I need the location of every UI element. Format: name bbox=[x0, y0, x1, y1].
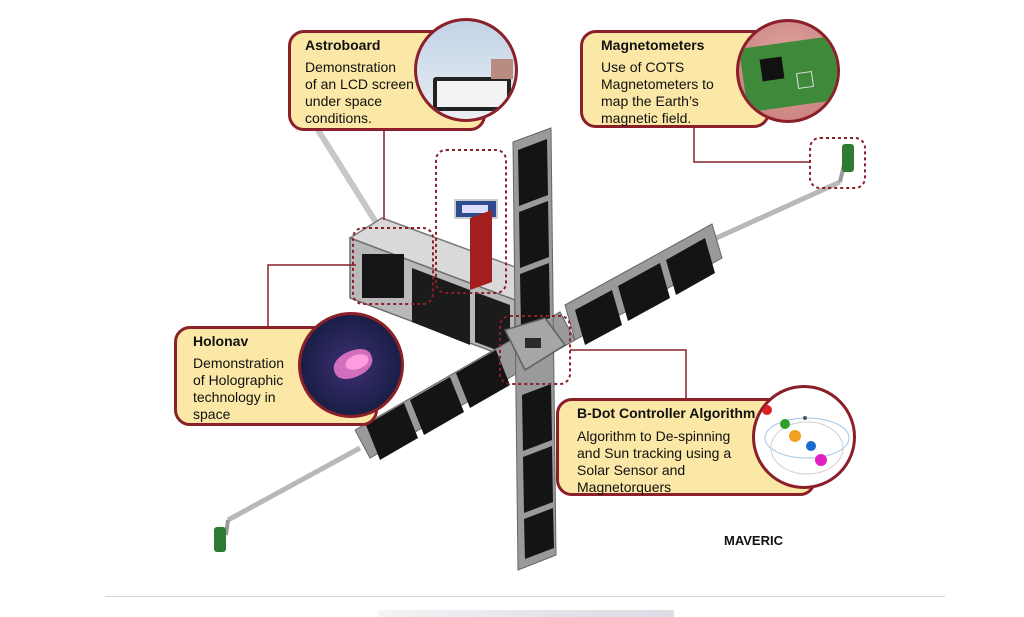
deployable-rod bbox=[315, 128, 385, 234]
hologram-photo bbox=[298, 312, 404, 418]
boom-upper-right bbox=[710, 144, 854, 243]
callout-line: Magnetometers to bbox=[601, 76, 714, 92]
connector-magnetometer bbox=[693, 124, 810, 163]
callout-line: Demonstration bbox=[193, 355, 285, 371]
satellite-bus bbox=[348, 199, 547, 362]
algorithm-diagram-photo bbox=[752, 385, 856, 489]
callout-title: Astroboard bbox=[305, 37, 381, 53]
bottom-strip bbox=[378, 610, 674, 617]
callout-line: and Sun tracking using a bbox=[577, 445, 732, 461]
callout-line: Algorithm to De-spinning bbox=[577, 428, 731, 444]
callout-line: Demonstration bbox=[305, 59, 397, 75]
highlight-bdot bbox=[499, 315, 571, 385]
callout-body: Use of COTS Magnetometers to map the Ear… bbox=[601, 59, 714, 127]
solar-cell bbox=[362, 254, 404, 298]
callout-line: technology in bbox=[193, 389, 276, 405]
callout-line: under space bbox=[305, 93, 383, 109]
highlight-astroboard bbox=[435, 149, 507, 294]
callout-body: Algorithm to De-spinning and Sun trackin… bbox=[577, 428, 731, 496]
solar-array-right bbox=[564, 223, 723, 345]
callout-line: map the Earth’s bbox=[601, 93, 699, 109]
divider bbox=[105, 596, 945, 597]
callout-body: Demonstration of an LCD screen under spa… bbox=[305, 59, 414, 127]
connector-holonav bbox=[267, 264, 356, 331]
callout-line: conditions. bbox=[305, 110, 372, 126]
astroboard-photo bbox=[414, 18, 518, 122]
callout-line: of an LCD screen bbox=[305, 76, 414, 92]
callout-magnetometers: Magnetometers Use of COTS Magnetometers … bbox=[580, 30, 770, 128]
callout-line: space bbox=[193, 406, 231, 422]
highlight-holonav bbox=[352, 227, 434, 305]
callout-title: B-Dot Controller Algorithm bbox=[577, 405, 756, 421]
boom-lower-left bbox=[214, 445, 362, 552]
satellite-name-label: MAVERIC bbox=[724, 533, 783, 548]
callout-line: Solar Sensor and bbox=[577, 462, 686, 478]
callout-line: Use of COTS bbox=[601, 59, 685, 75]
callout-body: Demonstration of Holographic technology … bbox=[193, 355, 284, 423]
callout-line: of Holographic bbox=[193, 372, 284, 388]
callout-line: magnetic field. bbox=[601, 110, 692, 126]
antenna-board-lower-left bbox=[214, 527, 226, 552]
callout-line: Magnetorquers bbox=[577, 479, 672, 495]
magnetometer-board-photo bbox=[736, 19, 840, 123]
callout-title: Holonav bbox=[193, 333, 249, 349]
connector-bdot bbox=[570, 349, 687, 400]
antenna-board-upper-right bbox=[842, 144, 854, 172]
callout-title: Magnetometers bbox=[601, 37, 705, 53]
